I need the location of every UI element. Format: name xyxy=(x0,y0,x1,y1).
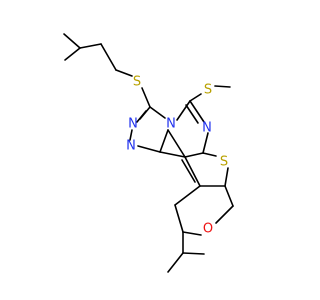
isopropyl-group xyxy=(167,231,205,273)
thiophene-ring xyxy=(181,152,229,187)
sulfur-label-methylthio: S xyxy=(204,83,212,98)
nitrogen-label-triazole-2: N xyxy=(126,139,136,154)
pyran-ring xyxy=(174,185,234,236)
sulfur-label-isopentyl: S xyxy=(133,75,141,90)
molecule-structure: S S S N N N N O xyxy=(63,33,234,273)
triazole-ring xyxy=(129,106,169,153)
methylthio-group xyxy=(189,85,231,102)
oxygen-label-pyran: O xyxy=(203,222,213,237)
sulfur-label-thiophene: S xyxy=(220,155,228,170)
thioether-bonds xyxy=(141,87,151,108)
isopentyl-chain xyxy=(63,33,133,77)
molecule-canvas: S S S N N N N O xyxy=(63,33,234,273)
nitrogen-label-triazole-1: N xyxy=(128,117,138,132)
nitrogen-label-pyrimidine: N xyxy=(202,121,212,136)
atom-labels: S S S N N N N O xyxy=(126,75,228,237)
pyrimidine-ring xyxy=(159,100,209,158)
nitrogen-label-bridge: N xyxy=(166,117,176,132)
